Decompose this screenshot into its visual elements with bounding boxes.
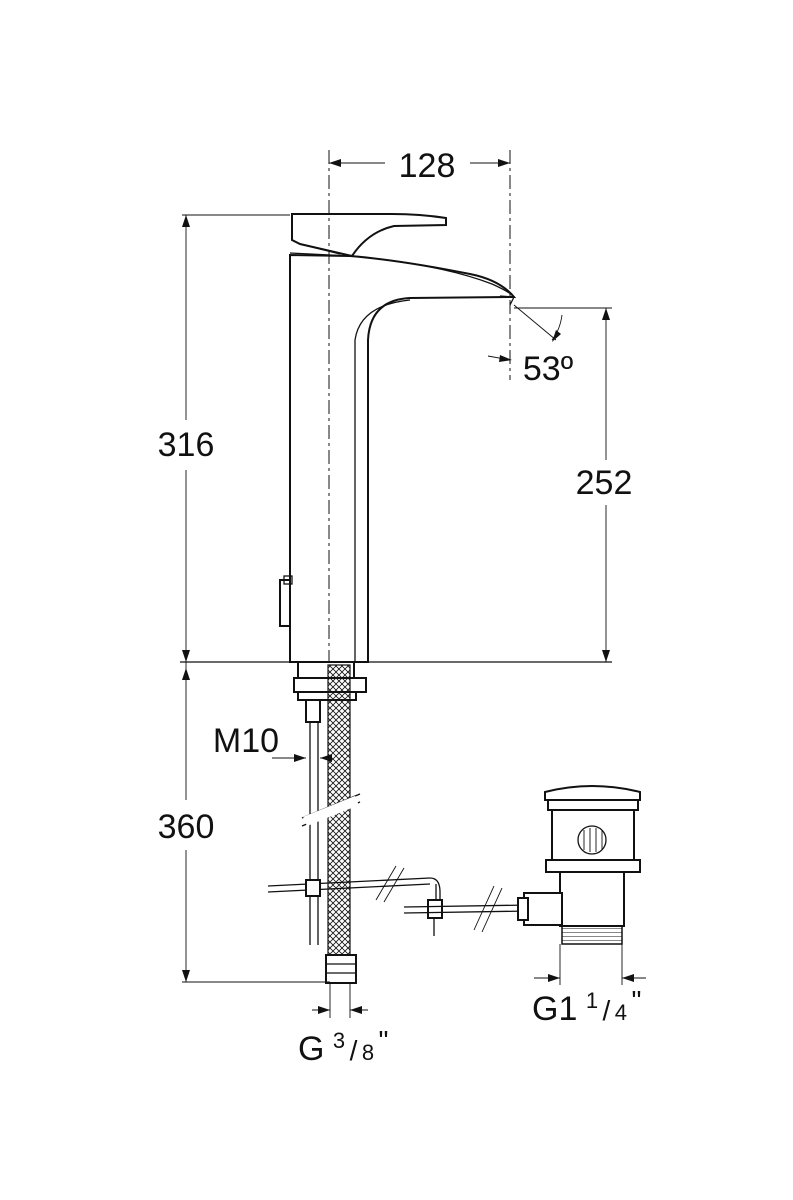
waste-connection-main: G1 xyxy=(532,990,577,1028)
waste-connection-numerator: 1 xyxy=(586,988,598,1013)
fixing-assembly xyxy=(293,661,367,984)
stud-thread-label: M10 xyxy=(213,722,279,760)
hose-connection-denominator: 8 xyxy=(362,1040,374,1065)
waste-connection-denominator: 4 xyxy=(615,1000,627,1025)
waste-connection-inch: " xyxy=(631,985,641,1016)
popup-linkage xyxy=(267,865,531,936)
spout-angle-label: 53º xyxy=(523,350,573,388)
hose-connection-label: G 3 / 8 " xyxy=(298,1025,389,1068)
faucet-body xyxy=(180,213,612,663)
hose-length-label: 360 xyxy=(158,808,215,846)
waste-valve xyxy=(517,785,641,945)
spout-reach-label: 128 xyxy=(399,147,456,185)
spout-height-label: 252 xyxy=(576,464,633,502)
hose-connection-main: G xyxy=(298,1030,324,1068)
waste-connection-slash: / xyxy=(603,995,611,1026)
dimension-lines xyxy=(182,150,646,1018)
hose-connection-inch: " xyxy=(379,1025,389,1056)
total-height-label: 316 xyxy=(158,426,215,464)
waste-connection-label: G1 1 / 4 " xyxy=(532,985,641,1028)
hose-connection-slash: / xyxy=(350,1035,358,1066)
hose-connection-numerator: 3 xyxy=(333,1028,345,1053)
